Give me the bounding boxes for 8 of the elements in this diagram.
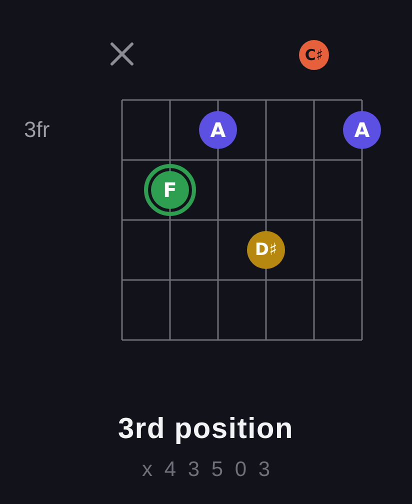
- fret-number: 3fr: [24, 119, 50, 141]
- note-marker: D♯: [247, 231, 285, 269]
- chord-title: 3rd position: [118, 415, 294, 444]
- note-marker: A: [343, 111, 381, 149]
- note-marker: C♯: [299, 40, 329, 70]
- note-marker: A: [199, 111, 237, 149]
- root-note-marker: F: [144, 164, 196, 216]
- fingering-text: x 4 3 5 0 3: [141, 459, 274, 480]
